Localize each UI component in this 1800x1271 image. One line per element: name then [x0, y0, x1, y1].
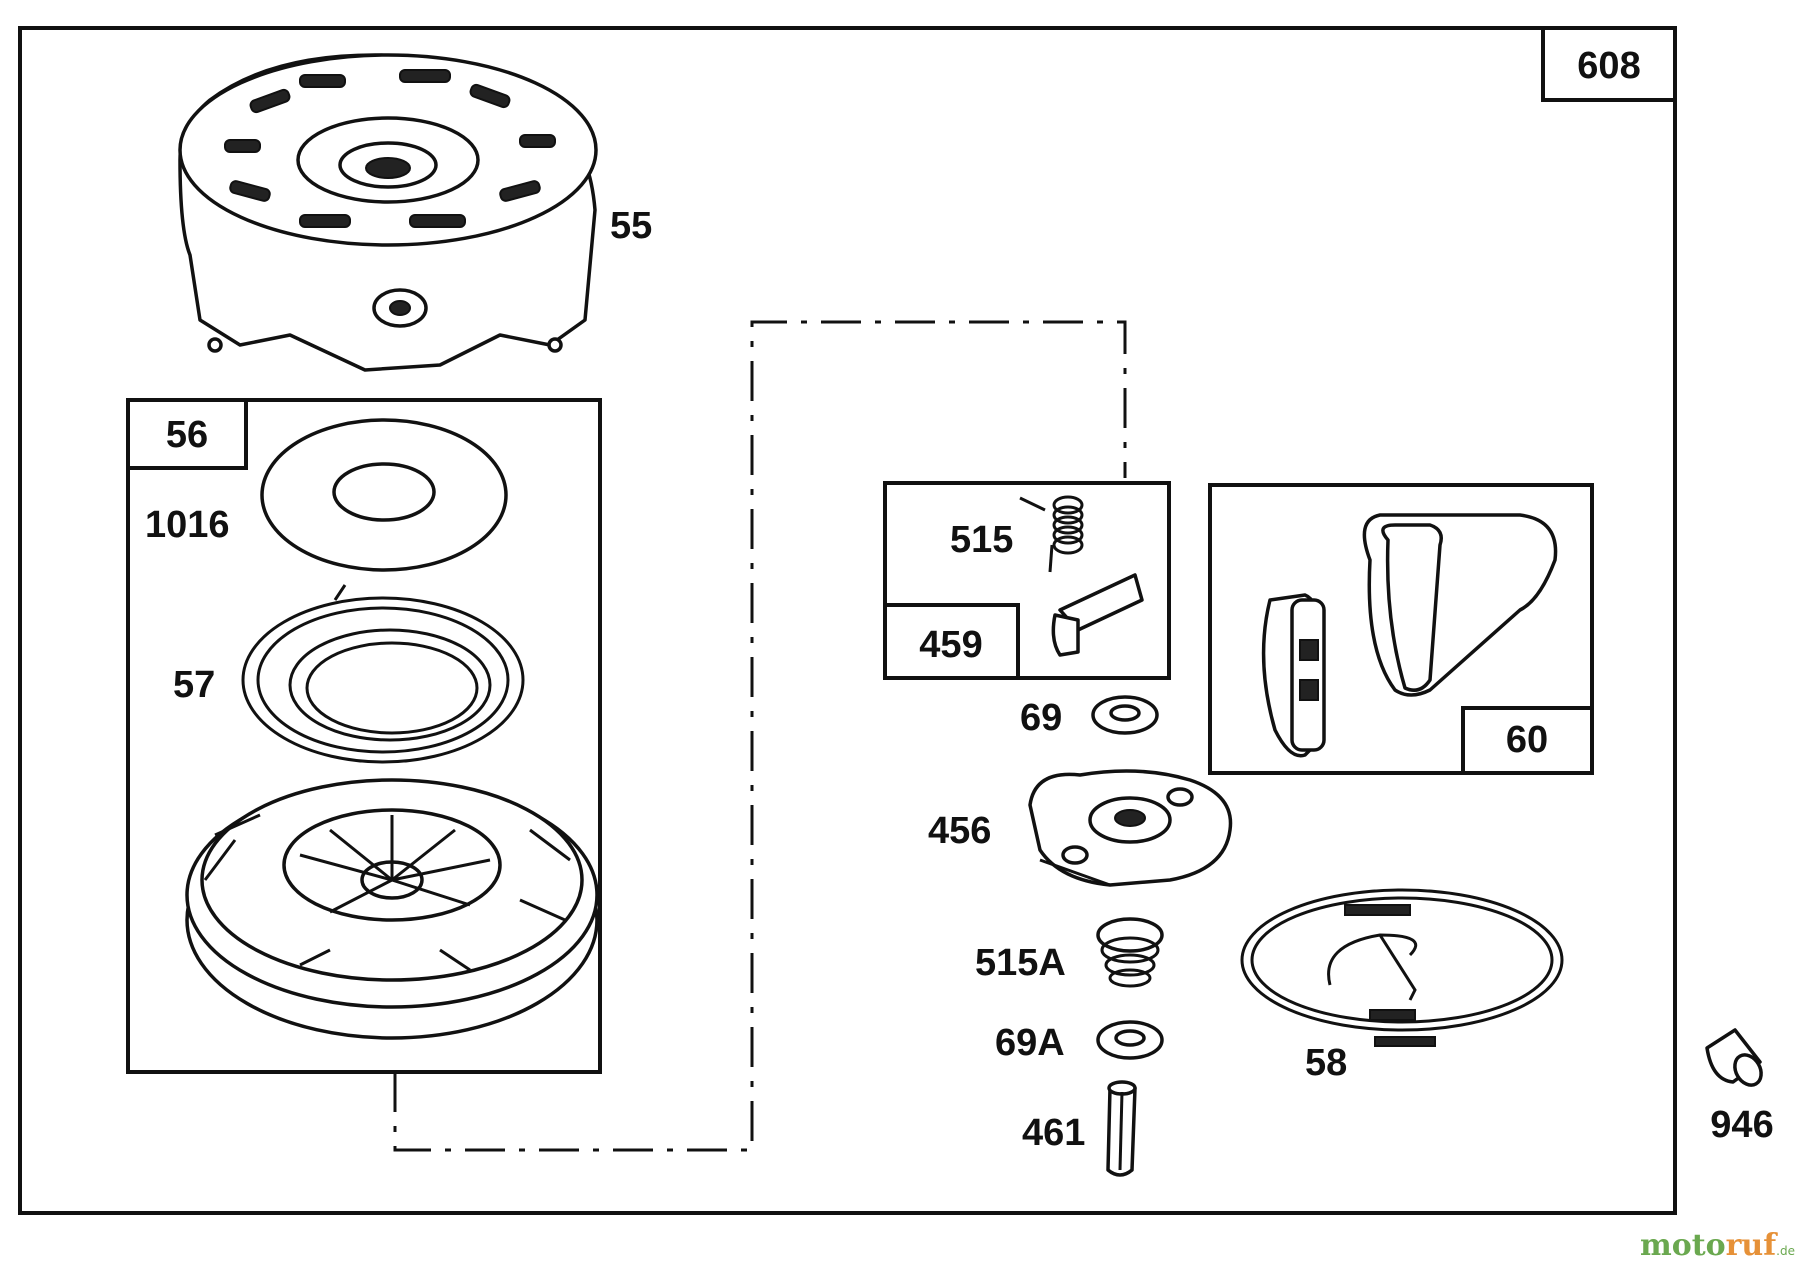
part-label-60: 60 [1506, 719, 1548, 761]
grommet-part-946 [1705, 1028, 1763, 1087]
rewind-spring-part-57 [241, 584, 525, 764]
starter-rope-part-58 [1240, 888, 1564, 1047]
part-label-946: 946 [1710, 1104, 1773, 1146]
pawl-part-459 [1051, 573, 1144, 657]
washer-part-69A [1096, 1020, 1164, 1060]
part-label-55: 55 [610, 205, 652, 247]
part-label-56: 56 [166, 414, 208, 456]
assembly-label-box: 608 [1541, 26, 1677, 102]
starter-handle-part [1261, 513, 1558, 758]
washer-part-69 [1091, 695, 1159, 735]
part-label-58: 58 [1305, 1042, 1347, 1084]
washer-part-1016 [260, 418, 508, 572]
part-label-515A: 515A [975, 942, 1066, 984]
part-label-459: 459 [919, 624, 982, 666]
connection-line [393, 320, 1127, 1152]
part-label-69: 69 [1020, 697, 1062, 739]
svg-text:motoruf.de: motoruf.de [1640, 1228, 1795, 1263]
assembly-label: 608 [1577, 45, 1640, 87]
starter-housing-part [178, 53, 598, 372]
starter-pulley-part [185, 778, 599, 1040]
watermark-part2: ruf [1726, 1228, 1779, 1263]
retainer-pin-part-461 [1106, 1080, 1137, 1177]
spring-part-515A [1096, 917, 1164, 988]
part-label-456: 456 [928, 810, 991, 852]
part-label-57: 57 [173, 664, 215, 706]
part-label-1016: 1016 [145, 504, 230, 546]
part-label-69A: 69A [995, 1022, 1065, 1064]
ratchet-part-456 [1028, 769, 1233, 887]
part-label-461: 461 [1022, 1112, 1085, 1154]
part-label-515: 515 [950, 519, 1013, 561]
watermark-part1: moto [1640, 1228, 1726, 1263]
watermark-logo: motoruf.de [1640, 1228, 1795, 1263]
pawl-spring-part-515 [1019, 495, 1084, 573]
watermark-suffix: .de [1776, 1244, 1795, 1258]
